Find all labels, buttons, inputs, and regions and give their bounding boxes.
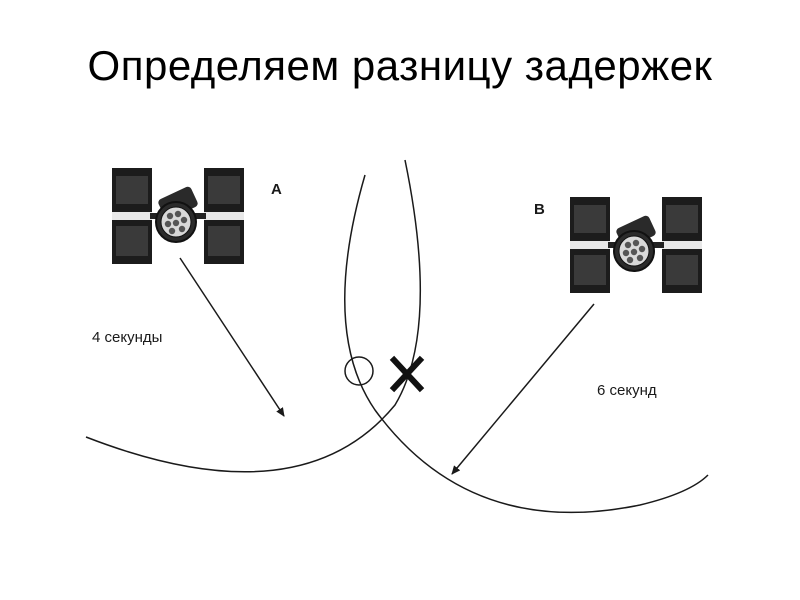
range-arc-a [85, 159, 422, 473]
satellite-b-icon [569, 196, 703, 294]
signal-arrow-b [451, 303, 595, 475]
satellite-a-icon [111, 167, 245, 265]
delay-label-a: 4 секунды [92, 329, 162, 346]
delay-label-b: 6 секунд [597, 382, 657, 399]
satellite-a-label: A [271, 181, 282, 198]
circle-marker-icon [344, 356, 374, 386]
signal-arrow-a [179, 257, 285, 417]
slide-title: Определяем разницу задержек [87, 42, 713, 89]
satellite-b-label: B [534, 201, 545, 218]
cross-marker-icon [389, 355, 425, 393]
range-arc-b [344, 174, 709, 514]
